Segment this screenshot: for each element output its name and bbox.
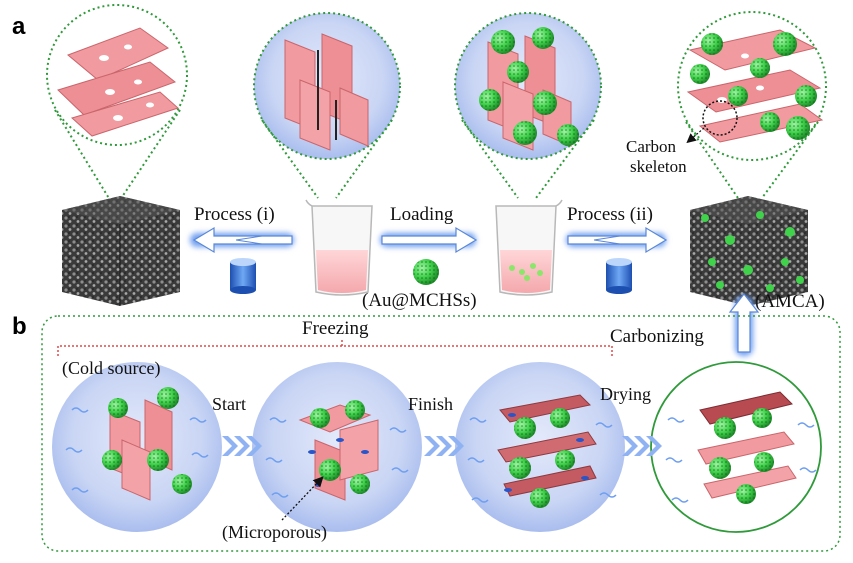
freezing-bracket <box>57 345 613 356</box>
cold-wave-lines <box>65 407 817 503</box>
process-ii-label: Process (ii) <box>567 204 653 225</box>
loading-arrow <box>380 226 478 254</box>
carbonized-bubble <box>650 361 822 533</box>
drying-label: Drying <box>600 384 651 404</box>
porous-graphene-sheets <box>57 27 179 137</box>
beaker-loaded <box>495 199 563 296</box>
freezing-label: Freezing <box>302 318 369 339</box>
amca-label: (AMCA) <box>755 291 825 312</box>
loading-label: Loading <box>390 204 454 225</box>
freezing-bubble-start <box>52 362 222 532</box>
carbon-skeleton-label-2: skeleton <box>630 157 687 176</box>
carbon-skeleton-label-1: Carbon <box>626 137 677 156</box>
finish-label: Finish <box>408 394 453 414</box>
panel-b-frame <box>41 315 841 552</box>
au-mchs-spheres-group-2 <box>690 32 817 140</box>
freezing-bubble-finish <box>455 362 625 532</box>
beaker-graphene <box>305 199 373 296</box>
vertical-sheets <box>284 33 369 151</box>
process-ii-arrow <box>566 226 668 254</box>
cold-cylinder-1 <box>230 258 256 294</box>
carbon-skeleton-marker <box>702 100 738 136</box>
amca-cube <box>690 196 808 306</box>
freezing-bubble-middle <box>252 362 422 532</box>
microporous-pointer <box>281 476 324 521</box>
chevron-arrow-drying <box>622 436 662 456</box>
cold-cylinder-2 <box>606 258 632 294</box>
carbonizing-arrow <box>728 293 760 356</box>
carbon-skeleton-pointer <box>686 127 705 144</box>
chevron-arrow-finish <box>424 436 464 456</box>
carbonizing-label: Carbonizing <box>610 326 704 347</box>
chevron-arrow-start <box>222 436 262 456</box>
au-mchs-particle <box>413 259 439 285</box>
start-label: Start <box>212 394 246 414</box>
process-i-label: Process (i) <box>194 204 275 225</box>
cold-source-label: (Cold source) <box>62 358 160 379</box>
process-i-arrow <box>190 226 294 254</box>
microporous-label: (Microporous) <box>222 522 327 543</box>
carbon-foam-cube <box>62 196 180 306</box>
panel-a-letter: a <box>12 13 26 40</box>
panel-b-letter: b <box>12 313 27 340</box>
particle-label: (Au@MCHSs) <box>362 290 477 311</box>
au-mchs-spheres-group-1 <box>479 27 579 146</box>
